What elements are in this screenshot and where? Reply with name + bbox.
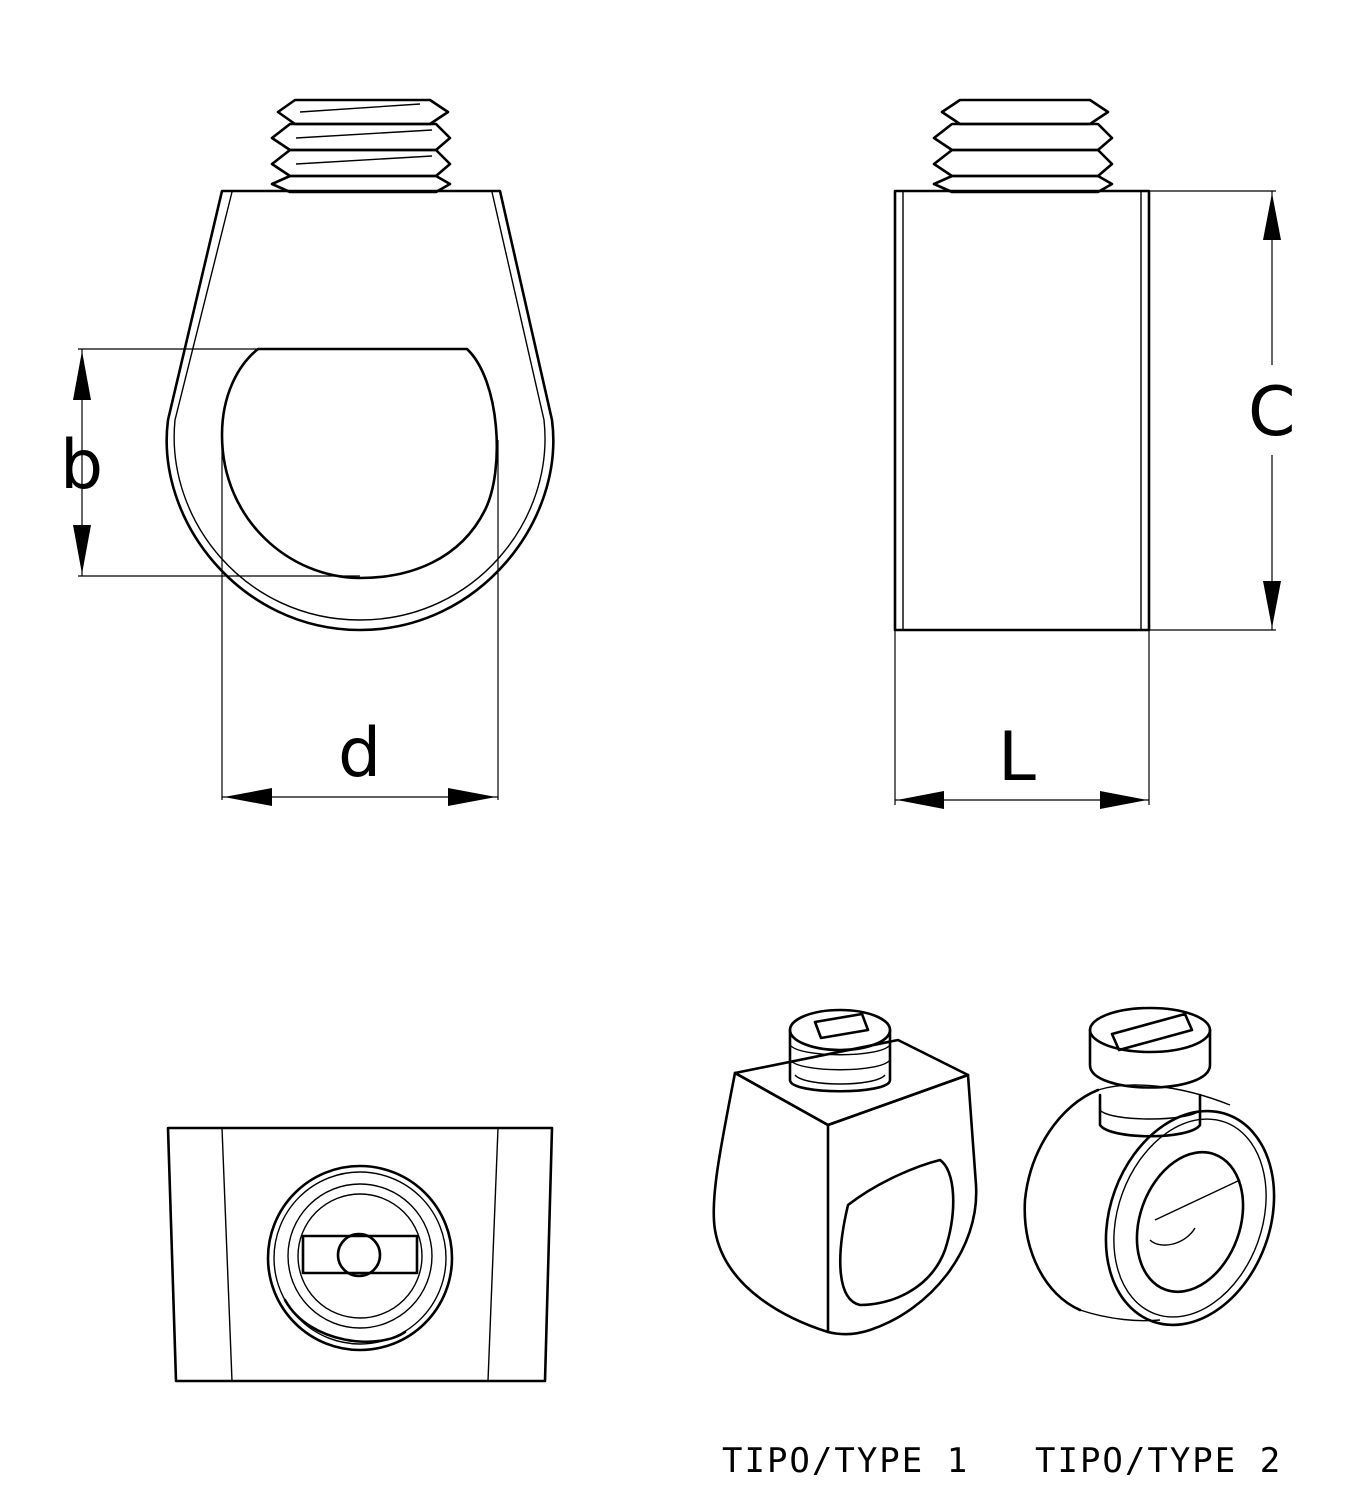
top-view [166,1126,554,1383]
type1-screw [788,1008,892,1093]
side-screw-thread [932,98,1114,194]
dimension-l: L [894,630,1150,809]
type1-isometric: TIPO/TYPE 1 [712,1008,978,1481]
front-view: b d [60,98,555,806]
side-body [893,189,1151,632]
type1-caption: TIPO/TYPE 1 [722,1441,969,1481]
dimension-d-label: d [338,714,381,793]
dimension-l-label: L [998,718,1036,797]
top-screw-outer [266,1164,454,1352]
dimension-c: C [1149,190,1295,631]
front-body-outline [165,189,555,632]
type2-screw [1088,1006,1212,1138]
type2-isometric: TIPO/TYPE 2 [1023,1006,1282,1481]
type2-caption: TIPO/TYPE 2 [1035,1441,1282,1481]
top-body-outline [166,1126,554,1383]
side-view: C L [893,98,1295,809]
dimension-b-label: b [60,426,103,505]
dimension-b: b [60,348,360,577]
dimension-d: d [221,440,499,806]
front-bore [220,347,499,580]
top-screw-slot [301,1234,419,1275]
front-screw-thread [270,98,452,194]
dimension-c-label: C [1248,373,1295,452]
top-screw-center [336,1232,382,1278]
